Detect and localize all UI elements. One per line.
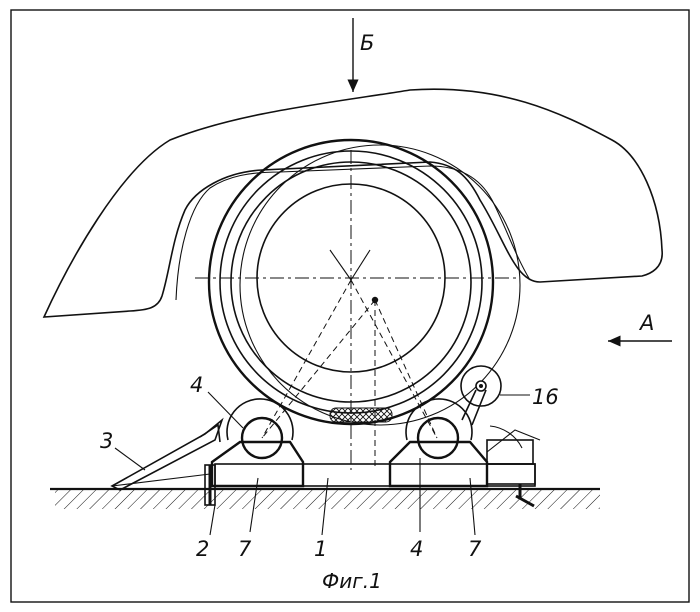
wheel bbox=[207, 138, 521, 426]
view-label-b: Б bbox=[360, 31, 374, 55]
pin-left bbox=[204, 464, 216, 506]
support-block-right bbox=[388, 440, 489, 488]
wedge-chock bbox=[110, 417, 224, 491]
label-part-7-right: 7 bbox=[468, 537, 482, 561]
support-block-left bbox=[210, 440, 305, 488]
drawing-frame bbox=[10, 9, 690, 603]
label-part-2: 2 bbox=[196, 537, 209, 561]
ground bbox=[50, 487, 600, 509]
construction-lines bbox=[261, 249, 438, 439]
view-label-a: A bbox=[638, 311, 654, 335]
label-part-4-right: 4 bbox=[410, 537, 423, 561]
label-part-7-left: 7 bbox=[238, 537, 252, 561]
drive-roller bbox=[460, 365, 502, 426]
hub-point bbox=[371, 296, 379, 304]
tyre-outer bbox=[207, 138, 495, 426]
contact-patch bbox=[329, 407, 393, 423]
roller-left bbox=[226, 398, 294, 460]
label-part-1: 1 bbox=[314, 537, 327, 561]
label-part-4-left: 4 bbox=[190, 373, 203, 397]
label-part-16: 16 bbox=[532, 385, 559, 409]
right-bracket bbox=[486, 425, 541, 508]
tread-offset-circle bbox=[239, 144, 521, 426]
label-part-3: 3 bbox=[100, 429, 113, 453]
vehicle-body-outline bbox=[42, 88, 663, 318]
leader-lines bbox=[114, 391, 530, 536]
roller-right bbox=[405, 398, 473, 460]
figure-caption: Фиг.1 bbox=[322, 569, 382, 593]
